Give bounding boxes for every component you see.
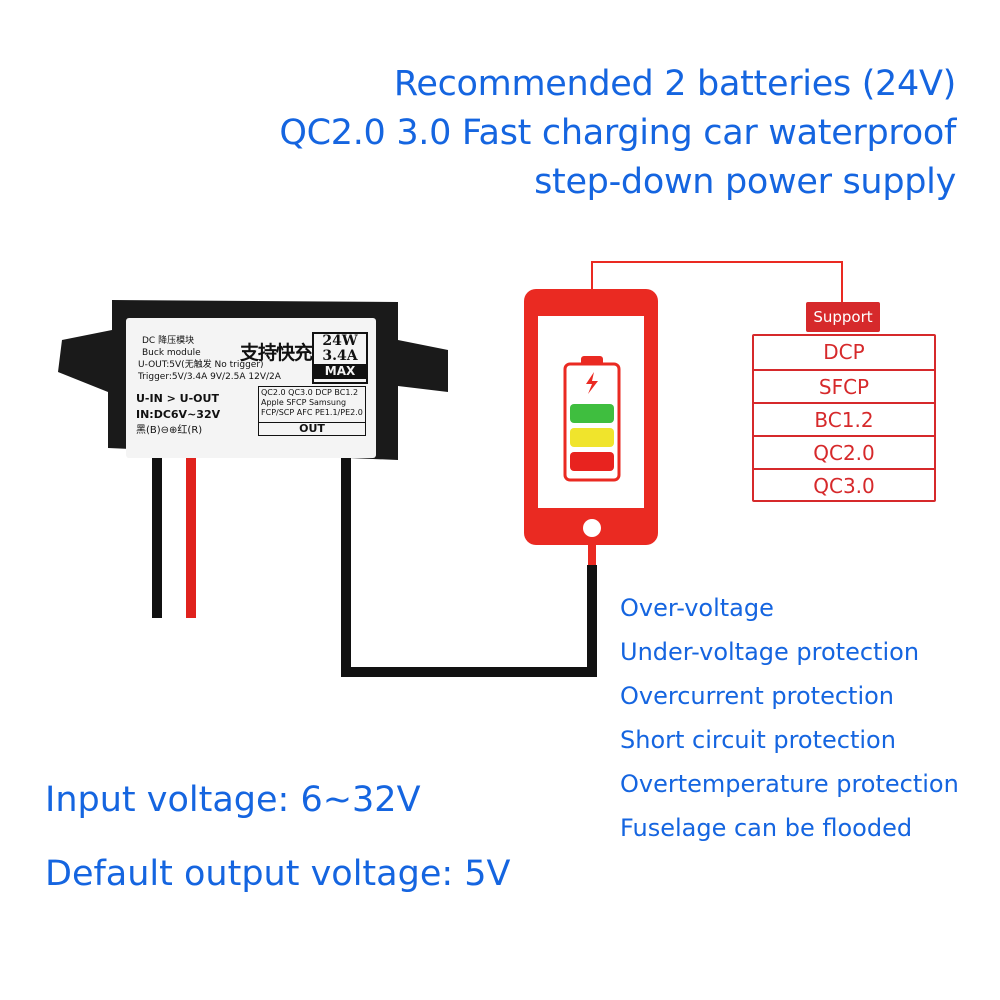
feature-overcurrent: Overcurrent protection — [620, 682, 895, 710]
battery-green-level — [570, 404, 614, 423]
badge-max: MAX — [314, 364, 366, 379]
module-label-polarity: 黑(B)⊖⊕红(R) — [136, 425, 203, 436]
battery-yellow-level — [570, 428, 614, 447]
support-item-qc20: QC2.0 — [754, 435, 934, 470]
support-item-dcp: DCP — [823, 340, 865, 364]
module-output-protocols: QC2.0 QC3.0 DCP BC1.2 Apple SFCP Samsung… — [258, 386, 366, 436]
battery-red-level — [570, 452, 614, 471]
out-line-1: QC2.0 QC3.0 DCP BC1.2 — [261, 388, 359, 397]
module-label-line-2: Buck module — [142, 348, 201, 358]
module-label-line-4: Trigger:5V/3.4A 9V/2.5A 12V/2A — [138, 372, 281, 382]
red-input-wire — [186, 440, 196, 618]
feature-under-voltage: Under-voltage protection — [620, 638, 920, 666]
battery-icon — [563, 356, 621, 482]
headline-line-1: Recommended 2 batteries (24V) — [393, 64, 956, 104]
headline-line-3: step-down power supply — [534, 162, 956, 202]
black-input-wire — [152, 440, 162, 618]
module-power-badge: 24W 3.4A MAX — [312, 332, 368, 384]
support-connector-line — [591, 261, 843, 302]
charging-bolt-icon — [586, 372, 598, 394]
feature-list: Over-voltage Under-voltage protection Ov… — [620, 586, 959, 850]
out-title: OUT — [259, 422, 365, 435]
badge-current: 3.4A — [322, 348, 358, 364]
headline-line-2: QC2.0 3.0 Fast charging car waterproof — [279, 113, 956, 153]
module-label-line-3: U-OUT:5V(无触发 No trigger) — [138, 360, 264, 370]
module-label-line-1: DC 降压模块 — [142, 336, 195, 346]
input-voltage-spec: Input voltage: 6~32V — [45, 780, 421, 820]
output-cable — [341, 458, 597, 677]
module-label-input: IN:DC6V~32V — [136, 408, 221, 421]
support-list: DCP SFCP BC1.2 QC2.0 QC3.0 — [752, 334, 936, 502]
output-voltage-spec: Default output voltage: 5V — [45, 854, 511, 894]
support-item-bc12: BC1.2 — [754, 402, 934, 437]
headline: Recommended 2 batteries (24V) QC2.0 3.0 … — [279, 60, 956, 207]
out-line-3: FCP/SCP AFC PE1.1/PE2.0 — [261, 408, 363, 417]
phone-home-button — [583, 519, 601, 537]
feature-over-voltage: Over-voltage — [620, 594, 774, 622]
support-tab: Support — [806, 302, 880, 332]
module-label-fast-charge: 支持快充 — [240, 342, 313, 364]
feature-short-circuit: Short circuit protection — [620, 726, 896, 754]
feature-overtemperature: Overtemperature protection — [620, 770, 959, 798]
out-line-2: Apple SFCP Samsung — [261, 398, 347, 407]
module-label: DC 降压模块 Buck module U-OUT:5V(无触发 No trig… — [126, 318, 376, 458]
badge-power: 24W — [322, 333, 358, 349]
support-item-sfcp: SFCP — [754, 369, 934, 404]
support-item-qc30: QC3.0 — [754, 468, 934, 503]
module-label-uin-uout: U-IN > U-OUT — [136, 392, 219, 405]
feature-waterproof: Fuselage can be flooded — [620, 814, 913, 842]
